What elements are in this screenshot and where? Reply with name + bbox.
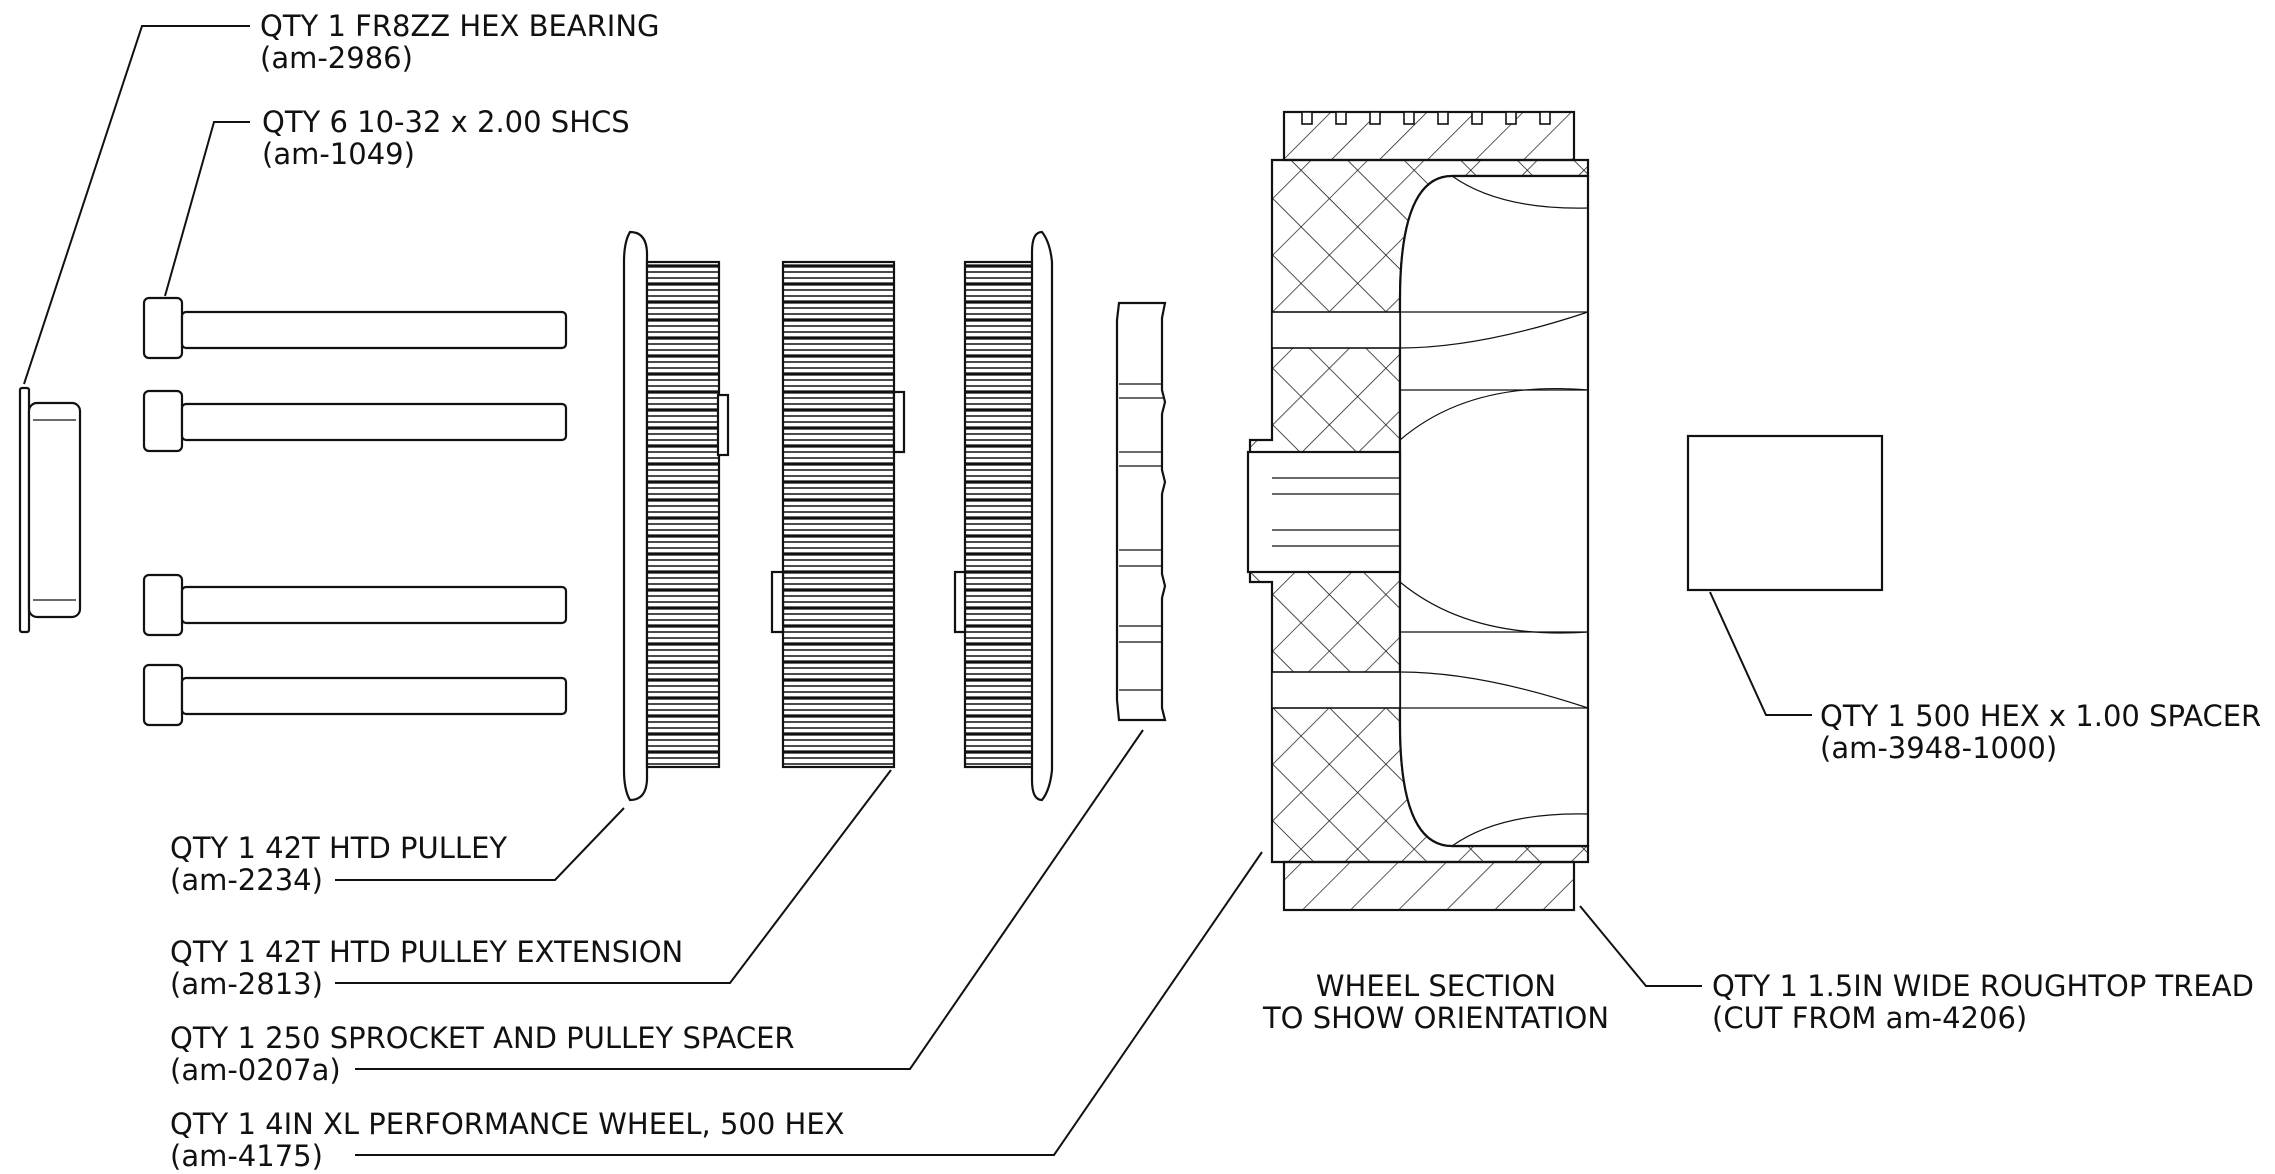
sprocket-spacer-part-number: (am-0207a) — [170, 1053, 341, 1087]
wheel-label: QTY 1 4IN XL PERFORMANCE WHEEL, 500 HEX — [170, 1107, 845, 1141]
wheel-section — [1246, 110, 1590, 912]
tread-part-number: (CUT FROM am-4206) — [1712, 1001, 2027, 1035]
section-note-line1: WHEEL SECTION — [1316, 969, 1556, 1003]
tread-label: QTY 1 1.5IN WIDE ROUGHTOP TREAD — [1712, 969, 2254, 1003]
leader-lines — [23, 25, 1812, 1156]
hex-spacer-label: QTY 1 500 HEX x 1.00 SPACER — [1820, 699, 2261, 733]
pulley-part-number: (am-2234) — [170, 863, 323, 897]
screw-4 — [142, 663, 568, 727]
hex-bearing-label: QTY 1 FR8ZZ HEX BEARING — [260, 9, 660, 43]
screw-1 — [142, 296, 568, 360]
sprocket-spacer-label: QTY 1 250 SPROCKET AND PULLEY SPACER — [170, 1021, 795, 1055]
hub-bore — [1246, 450, 1402, 574]
wheel-part-number: (am-4175) — [170, 1139, 323, 1173]
shcs-screws — [142, 296, 568, 727]
screw-2 — [142, 389, 568, 453]
pulley-extension-label: QTY 1 42T HTD PULLEY EXTENSION — [170, 935, 683, 969]
shcs-part-number: (am-1049) — [262, 137, 415, 171]
hex-spacer-part — [1686, 434, 1884, 592]
hex-bearing-part-number: (am-2986) — [260, 41, 413, 75]
wheel-cavity — [1398, 174, 1590, 848]
hex-bearing-part — [18, 386, 82, 634]
tread-bottom-section — [1282, 860, 1576, 912]
extension-teeth — [784, 264, 893, 765]
shcs-label: QTY 6 10-32 x 2.00 SHCS — [262, 105, 630, 139]
pulley-flanged-part — [953, 230, 1054, 802]
pulley-extension-part — [770, 260, 906, 769]
pulley-label: QTY 1 42T HTD PULLEY — [170, 831, 507, 865]
tread-notches — [1301, 111, 1551, 125]
sprocket-pulley-spacer-part — [1115, 301, 1167, 722]
tread-top-section — [1282, 110, 1576, 162]
hex-spacer-part-number: (am-3948-1000) — [1820, 731, 2057, 765]
pulley-teeth — [648, 264, 718, 765]
pulley-extension-part-number: (am-2813) — [170, 967, 323, 1001]
htd-pulley-part — [622, 230, 730, 802]
pulley2-teeth — [966, 264, 1034, 765]
section-note-line2: TO SHOW ORIENTATION — [1262, 1001, 1609, 1035]
screw-3 — [142, 573, 568, 637]
